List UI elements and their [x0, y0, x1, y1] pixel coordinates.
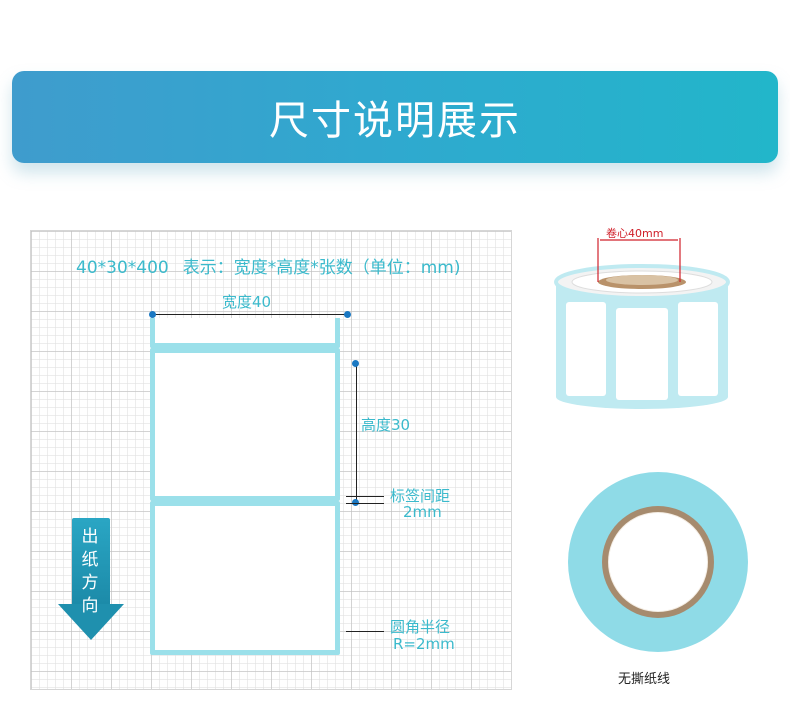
width-annotation: 宽度40 [222, 293, 272, 311]
radius-title: 圆角半径 [390, 618, 451, 636]
radius-value: R=2mm [393, 635, 455, 653]
title-banner: 尺寸说明展示 [12, 71, 778, 163]
no-perforation-caption: 无撕纸线 [618, 672, 671, 687]
page-title: 尺寸说明展示 [269, 98, 521, 144]
width-dimension-line [153, 314, 348, 315]
label-second [150, 501, 340, 655]
feed-direction-label: 出纸方向 [81, 527, 99, 616]
height-annotation: 高度30 [361, 416, 411, 434]
spec-dimensions: 40*30*400 [76, 258, 169, 278]
gap-value: 2mm [403, 503, 442, 521]
label-roll-icon [554, 238, 730, 409]
width-dimension-dot-right [344, 311, 351, 318]
radius-leader-line [346, 631, 384, 632]
label-top [150, 318, 340, 348]
height-dimension-line [356, 364, 357, 504]
gap-line-lower [346, 503, 384, 504]
width-dimension-dot-left [149, 311, 156, 318]
label-first [150, 348, 340, 501]
roll-end-view-icon [568, 472, 748, 652]
feed-direction-arrow-icon [58, 518, 124, 640]
height-dimension-dot-bottom [352, 499, 359, 506]
core-annotation: 卷心40mm [606, 227, 664, 240]
gap-title: 标签间距 [390, 487, 451, 505]
gap-line-upper [346, 496, 384, 497]
spec-legend: 表示：宽度*高度*张数（单位：mm) [182, 258, 461, 278]
height-dimension-dot-top [352, 360, 359, 367]
spec-line: 40*30*400 表示：宽度*高度*张数（单位：mm) [76, 253, 460, 278]
